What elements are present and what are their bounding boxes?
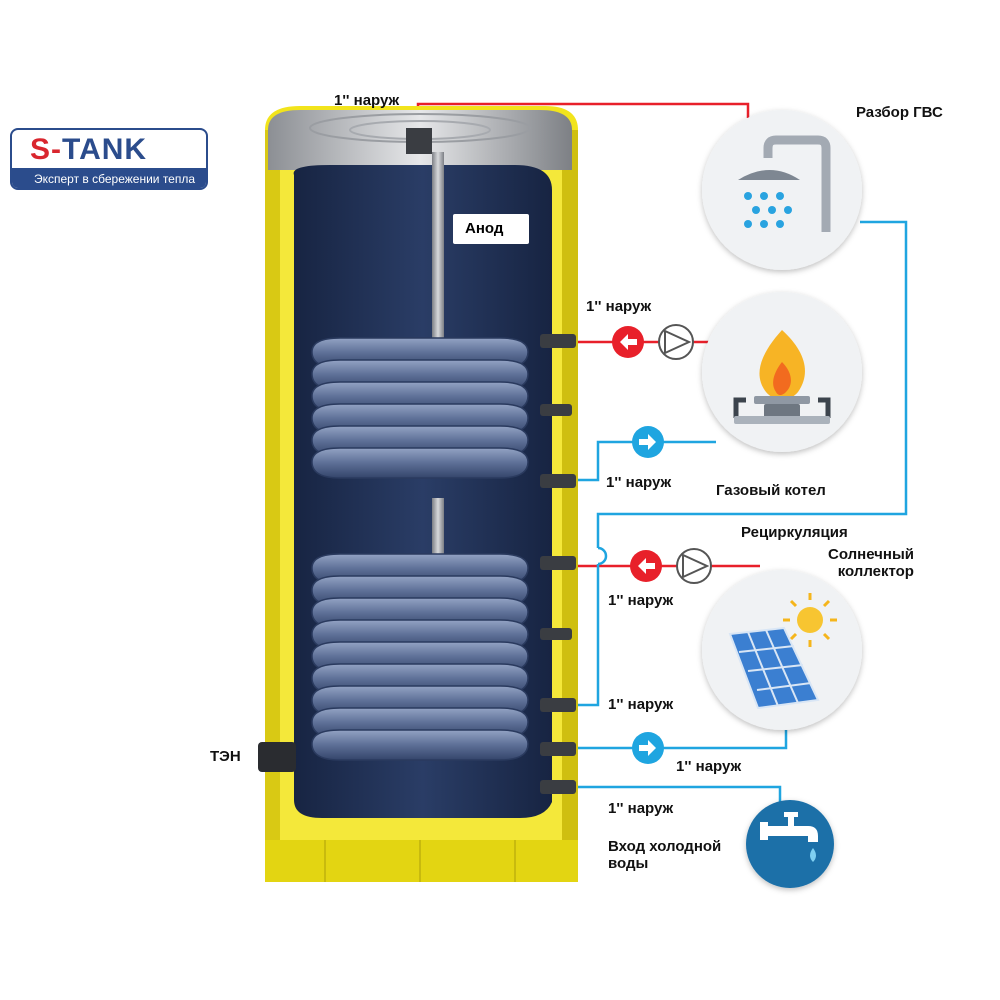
solar-supply-label: 1'' наруж (608, 592, 674, 609)
heater-flange (258, 742, 296, 772)
recirculation-label: Рециркуляция (741, 524, 848, 541)
s-tank-logo: S-TANK Эксперт в сбережении тепла (10, 128, 208, 190)
cold-inlet-line (575, 785, 782, 802)
recirculation-connection (575, 564, 600, 707)
shower-drops (744, 192, 792, 228)
boiler-pump (658, 324, 694, 360)
top-fitting (406, 128, 432, 154)
solar-pump (676, 548, 712, 584)
flow-controls (612, 324, 712, 764)
logo-brand-suffix: TANK (62, 133, 148, 166)
upper-coil (311, 337, 529, 479)
coil-turn (311, 447, 529, 479)
solar-mid-label: 1'' наруж (608, 696, 674, 713)
lower-coil (311, 553, 529, 761)
anode-label: Анод (465, 220, 504, 237)
solar-return-label: 1'' наруж (676, 758, 742, 775)
water-tap-icon (760, 812, 818, 862)
tap-wall (760, 822, 768, 840)
boiler-hot-arrow (612, 326, 644, 358)
burner-stand-left (733, 397, 746, 418)
panel-grid (738, 629, 812, 707)
anode-rod-upper (432, 152, 444, 362)
sun-disc (797, 607, 823, 633)
tap-handle (784, 812, 798, 817)
solar-cold-arrow (632, 732, 664, 764)
flow-arrow-right (639, 740, 656, 756)
conn-lower-mid (540, 628, 572, 640)
tap-drop (810, 848, 816, 862)
pump-triangle (664, 329, 692, 355)
dhw-icon-circle (702, 110, 862, 270)
solar-return-line (575, 730, 788, 750)
burner-stand-right (818, 397, 831, 418)
recirculation-bypass (597, 546, 608, 566)
solar-hot-arrow (630, 550, 662, 582)
flow-arrow-left (638, 558, 655, 574)
sun (783, 593, 837, 647)
tap-body (766, 826, 818, 842)
solar-panel-icon (728, 593, 837, 710)
burner-plate (734, 416, 830, 424)
flame-inner (773, 362, 791, 395)
heater-label: ТЭН (210, 748, 241, 765)
cold-connection-label: 1'' наруж (608, 800, 674, 817)
conn-upper-return (540, 474, 576, 488)
boiler-cold-arrow (632, 426, 664, 458)
gas-flame-icon (733, 330, 831, 424)
flow-arrow-right (639, 434, 656, 450)
gas-boiler-label: Газовый котел (716, 482, 826, 499)
tap-stem (788, 817, 794, 827)
logo-brand-prefix: S- (30, 133, 62, 166)
dhw-outlet-label: Разбор ГВС (856, 104, 943, 121)
conn-upper-supply (540, 334, 576, 348)
conn-solar-return (540, 742, 576, 756)
boiler-supply-label: 1'' наруж (586, 298, 652, 315)
tank (265, 106, 578, 882)
cold-inlet-label: Вход холодной воды (608, 838, 722, 873)
dhw-recirculation-line (596, 220, 908, 548)
side-connections (258, 334, 576, 794)
conn-recirculation (540, 556, 576, 570)
burner-base (764, 404, 800, 418)
burner-top (754, 396, 810, 404)
coil-turn (311, 729, 529, 761)
shower-head (738, 170, 800, 180)
shower-icon (738, 135, 831, 232)
tank-jacket-shade-right (560, 130, 578, 878)
circle-bg (702, 110, 862, 270)
anode-label-box: Анод (453, 214, 529, 244)
solar-collector-label: Солнечный коллектор (828, 546, 914, 581)
conn-lower-return (540, 698, 576, 712)
conn-upper-mid (540, 404, 572, 416)
logo-wordmark: S-TANK (30, 133, 147, 167)
logo-tagline: Эксперт в сбережении тепла (34, 172, 196, 186)
boiler-return-label: 1'' наруж (606, 474, 672, 491)
tank-jacket-shade-left (265, 130, 283, 878)
pump-icon (676, 548, 712, 584)
cold-lines (575, 220, 908, 802)
conn-cold-inlet (540, 780, 576, 794)
pump-triangle (682, 553, 710, 579)
top-connection-label: 1'' наруж (334, 92, 400, 109)
tank-base (265, 840, 578, 882)
shower-pipe (763, 135, 831, 232)
logo-band (12, 168, 206, 188)
pump-icon (658, 324, 694, 360)
flow-arrow-left (620, 334, 637, 350)
